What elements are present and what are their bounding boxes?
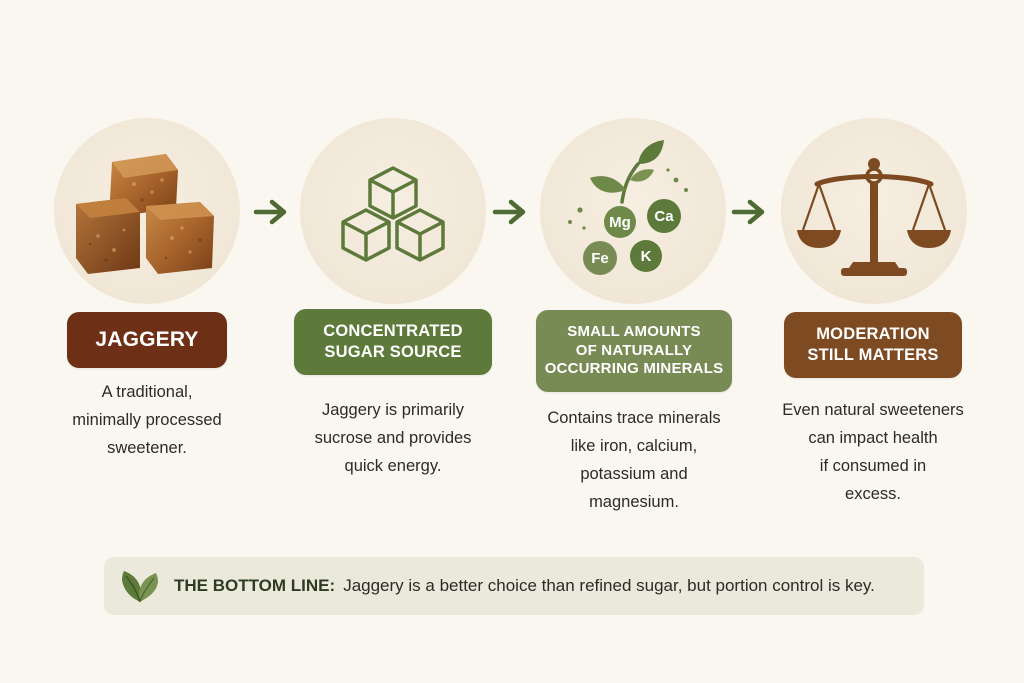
- minerals-badge: SMALL AMOUNTS OF NATURALLY OCCURRING MIN…: [536, 310, 732, 392]
- sugar-badge: CONCENTRATED SUGAR SOURCE: [294, 309, 492, 375]
- balance-scale-icon: [797, 158, 951, 276]
- moderation-badge: MODERATION STILL MATTERS: [784, 312, 962, 378]
- mineral-mg: Mg: [609, 214, 631, 231]
- bottom-line-label: THE BOTTOM LINE:: [174, 576, 336, 595]
- jaggery-description: A traditional, minimally processed sweet…: [72, 383, 222, 457]
- bottom-line-text: THE BOTTOM LINE: Jaggery is a better cho…: [174, 557, 875, 615]
- mineral-fe: Fe: [591, 250, 609, 267]
- jaggery-circle: [54, 118, 240, 304]
- mineral-k: K: [641, 248, 652, 265]
- arrow-right-icon: [253, 199, 287, 225]
- arrow-right-icon: [492, 199, 526, 225]
- moderation-description: Even natural sweeteners can impact healt…: [782, 401, 964, 503]
- minerals-title-line-2: OF NATURALLY: [575, 341, 693, 359]
- mineral-ca: Ca: [654, 208, 674, 225]
- moderation-title-line-1: MODERATION: [816, 325, 930, 344]
- sugar-cubes-icon: [341, 166, 445, 262]
- minerals-description: Contains trace minerals like iron, calci…: [547, 409, 721, 511]
- moderation-title-line-2: STILL MATTERS: [807, 346, 939, 364]
- sugar-title-line-1: CONCENTRATED: [323, 322, 463, 341]
- leaves-icon: [122, 571, 158, 603]
- minerals-circle: Mg Ca Fe K: [540, 118, 726, 304]
- sugar-circle: [300, 118, 486, 304]
- jaggery-title: JAGGERY: [95, 327, 199, 351]
- jaggery-badge: JAGGERY: [67, 312, 227, 368]
- minerals-title-line-1: SMALL AMOUNTS: [567, 322, 701, 340]
- moderation-circle: [781, 118, 967, 304]
- bottom-line-message: Jaggery is a better choice than refined …: [343, 576, 875, 595]
- arrow-right-icon: [731, 199, 765, 225]
- minerals-title-line-3: OCCURRING MINERALS: [544, 360, 724, 378]
- bottom-line-bar: THE BOTTOM LINE: Jaggery is a better cho…: [104, 557, 924, 615]
- jaggery-cubes-icon: [76, 154, 214, 274]
- sugar-title-line-2: SUGAR SOURCE: [324, 343, 462, 361]
- sugar-description: Jaggery is primarily sucrose and provide…: [314, 401, 472, 475]
- minerals-plant-icon: Mg Ca Fe K: [568, 140, 688, 275]
